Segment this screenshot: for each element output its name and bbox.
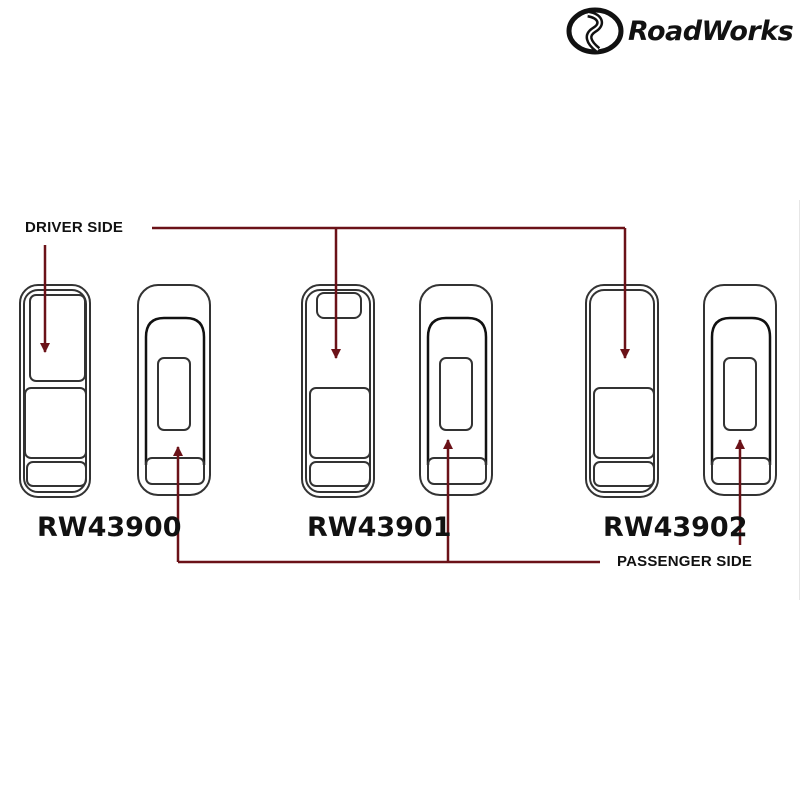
passenger-side-label: PASSENGER SIDE xyxy=(617,553,753,570)
model-label-rw43900: RW43900 xyxy=(37,512,182,543)
driver-side-label: DRIVER SIDE xyxy=(25,219,124,236)
road-logo-icon xyxy=(566,7,624,55)
brand-name: RoadWorks xyxy=(628,15,794,47)
roadworks-logo: RoadWorks xyxy=(566,6,794,56)
driver-panel-rw43900 xyxy=(19,284,91,498)
driver-panel-rw43902 xyxy=(585,284,659,498)
model-label-rw43901: RW43901 xyxy=(307,512,452,543)
passenger-panel-rw43900 xyxy=(137,284,211,496)
passenger-panel-rw43901 xyxy=(419,284,493,496)
model-label-rw43902: RW43902 xyxy=(603,512,748,543)
driver-panel-rw43901 xyxy=(301,284,375,498)
